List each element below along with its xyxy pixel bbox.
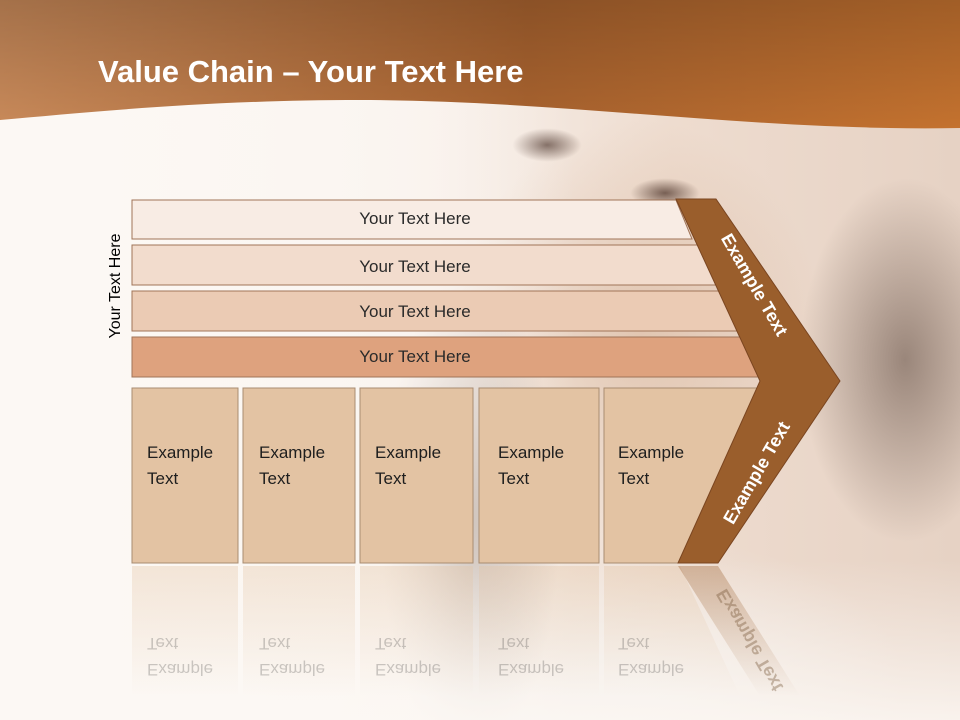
column-label-reflection: Example Text [375,630,470,682]
reflection-line: Example [375,660,442,679]
primary-column-3-label: Example Text [375,440,470,492]
column-reflection [479,566,599,696]
column-label-line: Example [259,443,326,462]
primary-column-4 [478,387,600,564]
column-label-reflection: Example Text [259,630,354,682]
page-title: Value Chain – Your Text Here [98,54,524,90]
column-label-line: Text [259,469,291,488]
support-row-2-label: Your Text Here [359,257,471,276]
support-row-3-label: Your Text Here [359,302,471,321]
column-reflection [360,566,473,696]
reflection-line: Text [375,634,407,653]
reflection-line: Example [618,660,685,679]
reflection-line: Text [498,634,530,653]
support-row-1-label: Your Text Here [359,209,471,228]
column-label-reflection: Example Text [618,630,713,682]
support-row-1 [131,199,693,240]
reflection-line: Example [498,660,565,679]
column-label-reflection: Example Text [498,630,593,682]
support-row-4-label: Your Text Here [359,347,471,366]
column-label-line: Text [375,469,407,488]
primary-column-3 [359,387,474,564]
column-label-line: Example [375,443,442,462]
column-label-line: Example [498,443,565,462]
primary-column-1-label: Example Text [147,440,242,492]
header-band [0,0,960,129]
reflection-line: Text [147,634,179,653]
reflection-line: Text [259,634,291,653]
title-rest: – Your Text Here [273,54,524,89]
primary-column-1 [131,387,239,564]
chevron-reflection [678,566,800,696]
column-reflection [604,566,740,696]
column-label-line: Example [147,443,214,462]
column-label-reflection: Example Text [147,630,242,682]
column-label-line: Text [498,469,530,488]
column-label-line: Text [618,469,650,488]
reflection-line: Example [147,660,214,679]
column-label-line: Text [147,469,179,488]
reflection-line: Text [618,634,650,653]
title-bold: Value Chain [98,54,274,89]
primary-column-2 [242,387,356,564]
primary-column-2-label: Example Text [259,440,354,492]
primary-column-4-label: Example Text [498,440,593,492]
primary-column-5-label: Example Text [618,440,713,492]
margin-chevron [675,198,841,564]
reflection-line: Example [259,660,326,679]
column-label-line: Example [618,443,685,462]
column-reflection [132,566,238,696]
column-reflection [243,566,355,696]
